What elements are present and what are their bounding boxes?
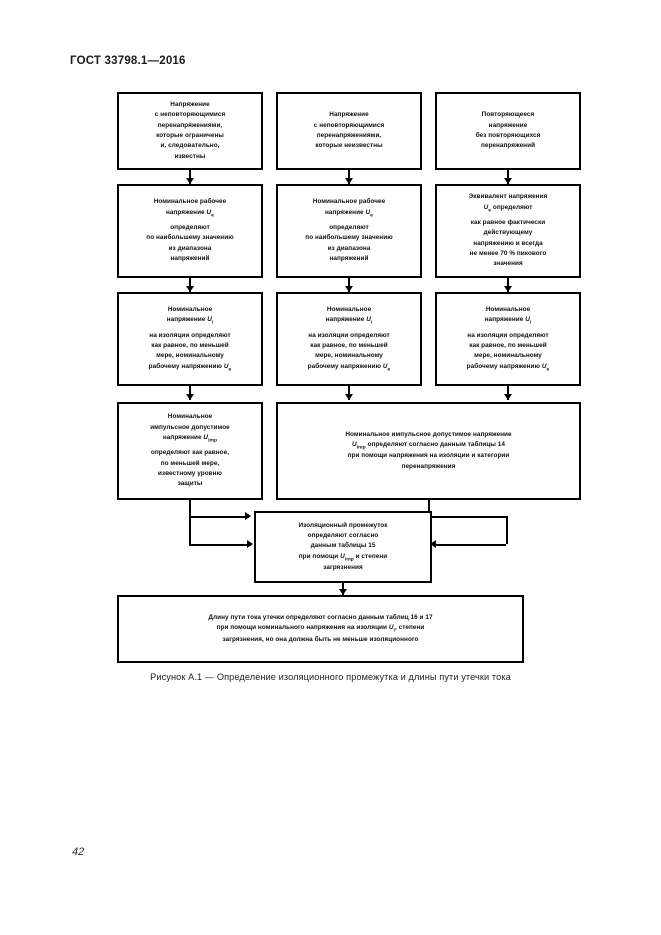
connector-gap-left-in xyxy=(189,544,251,546)
connector-r2c3-r3c3 xyxy=(507,278,509,292)
connector-r4wide-horizontal xyxy=(428,516,508,518)
flowchart-node-r4-wide-text: Номинальное импульсное допустимое напряж… xyxy=(345,430,512,470)
page-number: 42 xyxy=(72,846,85,858)
connector-r3c3-r4wide xyxy=(507,386,509,400)
arrowhead-r1c1-r2c1 xyxy=(186,178,194,184)
connector-r4wide-right-down xyxy=(506,516,508,544)
arrowhead-into-gap-left xyxy=(245,512,251,520)
arrowhead-r1c2-r2c2 xyxy=(345,178,353,184)
arrowhead-into-gap-right xyxy=(430,540,436,548)
arrowhead-r2c1-r3c1 xyxy=(186,286,194,292)
connector-r2c1-r3c1 xyxy=(189,278,191,292)
connector-r1c3-r2c3 xyxy=(507,170,509,184)
arrowhead-r3c2-r4wide xyxy=(345,394,353,400)
connector-gap-right-in xyxy=(436,544,506,546)
arrowhead-gap-to-creepage xyxy=(339,589,347,595)
figure-caption: Рисунок А.1 — Определение изоляционного … xyxy=(150,672,511,682)
connector-r3c2-r4wide xyxy=(348,386,350,400)
arrowhead-gap-left-final xyxy=(247,540,253,548)
connector-r2c2-r3c2 xyxy=(348,278,350,292)
arrowhead-r2c2-r3c2 xyxy=(345,286,353,292)
connector-gap-left-down xyxy=(189,516,191,544)
arrowhead-r3c3-r4wide xyxy=(504,394,512,400)
connector-r4c1-down xyxy=(189,500,191,516)
flowchart-node-r4-wide: Номинальное импульсное допустимое напряж… xyxy=(276,402,581,500)
document-header: ГОСТ 33798.1—2016 xyxy=(70,55,186,67)
connector-r4wide-down xyxy=(428,500,430,516)
flowchart-node-creepage-distance-text: Длину пути тока утечки определяют соглас… xyxy=(208,613,433,643)
arrowhead-r2c3-r3c3 xyxy=(504,286,512,292)
connector-r3c1-r4c1 xyxy=(189,386,191,400)
arrowhead-r1c3-r2c3 xyxy=(504,178,512,184)
arrowhead-r3c1-r4c1 xyxy=(186,394,194,400)
connector-r1c1-r2c1 xyxy=(189,170,191,184)
connector-r1c2-r2c2 xyxy=(348,170,350,184)
connector-r4c1-horizontal xyxy=(189,516,249,518)
flowchart-node-creepage-distance: Длину пути тока утечки определяют соглас… xyxy=(117,595,524,663)
